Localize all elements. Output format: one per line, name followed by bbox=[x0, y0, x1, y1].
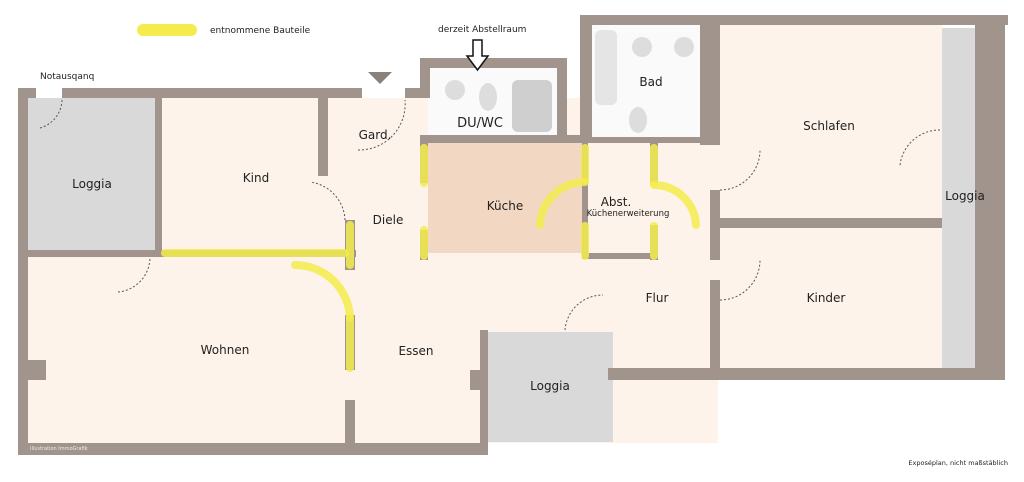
emergency-exit-label: Notausqanq bbox=[40, 72, 94, 82]
room-schlafen: Schlafen bbox=[803, 119, 855, 133]
room-essen: Essen bbox=[398, 344, 433, 358]
room-gard: Gard. bbox=[359, 128, 392, 142]
legend-label: entnommene Bauteile bbox=[210, 26, 311, 36]
entrance-triangle-icon bbox=[368, 72, 392, 84]
room-loggia-bottom: Loggia bbox=[530, 379, 570, 393]
room-abst: Abst. bbox=[601, 195, 632, 209]
room-loggia-right: Loggia bbox=[945, 189, 985, 203]
loggia-right-floor bbox=[942, 28, 977, 370]
room-flur: Flur bbox=[646, 291, 669, 305]
loggia-left-floor bbox=[28, 98, 155, 250]
door-swings bbox=[39, 97, 941, 331]
room-diele: Diele bbox=[373, 213, 404, 227]
room-bad: Bad bbox=[639, 75, 662, 89]
toilet-icon bbox=[629, 107, 647, 133]
bathtub-icon bbox=[595, 30, 617, 105]
sink-icon bbox=[674, 37, 694, 57]
room-kinder: Kinder bbox=[807, 291, 846, 305]
kitchen-floor bbox=[428, 143, 583, 253]
legend-swatch bbox=[137, 24, 197, 36]
room-wohnen: Wohnen bbox=[201, 343, 250, 357]
toilet-icon bbox=[479, 83, 497, 111]
arrow-down-icon bbox=[465, 39, 490, 72]
bathtub-icon bbox=[512, 80, 552, 132]
sink-icon bbox=[445, 80, 465, 100]
room-loggia-left: Loggia bbox=[72, 177, 112, 191]
storage-note: derzeit Abstellraum bbox=[438, 25, 526, 35]
room-kueche: Küche bbox=[487, 199, 523, 213]
room-du-wc: DU/WC bbox=[457, 116, 503, 131]
removed-components bbox=[161, 144, 700, 372]
room-kuechenerweiterung: Küchenerweiterung bbox=[587, 209, 670, 219]
illustration-credit: Illustration ImmoGrafik bbox=[30, 446, 88, 452]
scale-note: Exposéplan, nicht maßstäblich bbox=[908, 459, 1008, 467]
room-kind: Kind bbox=[243, 171, 269, 185]
loggia-bottom-floor bbox=[488, 332, 613, 442]
sink-icon bbox=[632, 37, 652, 57]
